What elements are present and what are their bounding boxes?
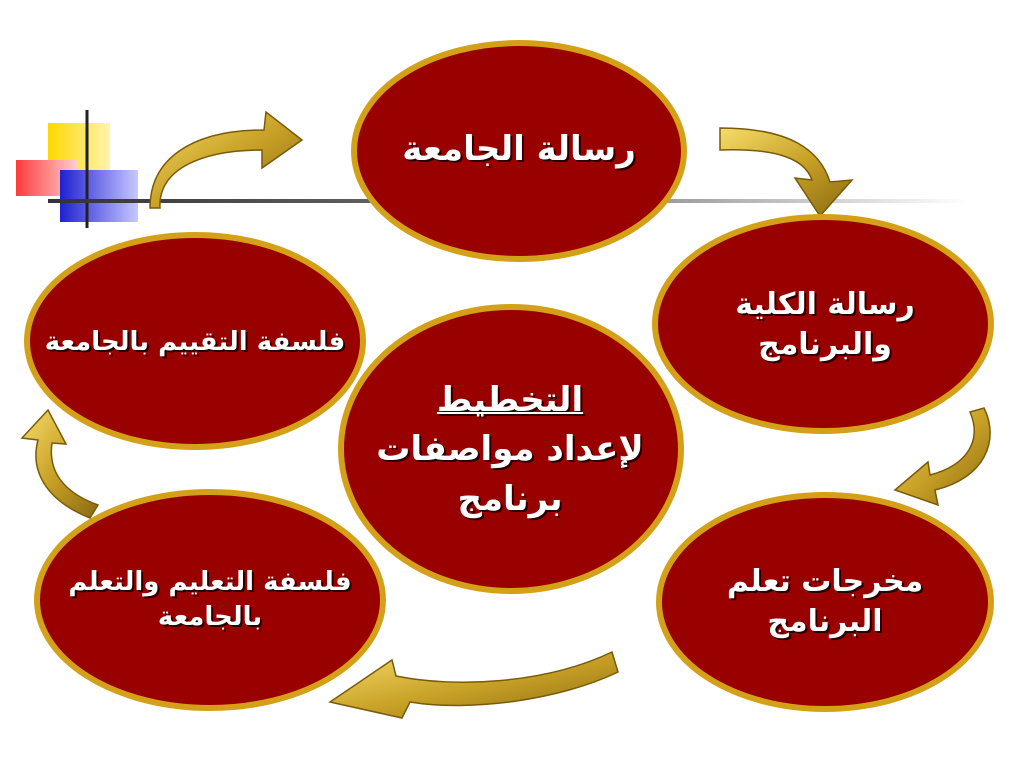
- label-university-mission: رسالة الجامعة: [402, 129, 636, 170]
- node-assessment-philosophy: [24, 232, 366, 450]
- nodes: [24, 40, 994, 712]
- arrow-top-left: [149, 110, 304, 209]
- node-college-program-mission: [652, 214, 994, 434]
- arrow-bottom: [328, 650, 619, 719]
- arrow-right: [893, 407, 991, 507]
- corner-decoration: [16, 110, 138, 228]
- node-center: [338, 304, 684, 594]
- label-college-program-mission: رسالة الكلية والبرنامج: [735, 286, 915, 363]
- label-program-outcomes: مخرجات تعلم البرنامج: [726, 563, 924, 640]
- node-university-mission: [351, 40, 687, 262]
- arrows: [20, 110, 991, 719]
- label-center: التخطيط لإعداد مواصفات برنامج: [376, 380, 644, 519]
- label-teaching-philosophy: فلسفة التعليم والتعلم بالجامعة: [68, 566, 352, 632]
- arrow-left: [20, 408, 100, 519]
- label-assessment-philosophy: فلسفة التقييم بالجامعة: [44, 326, 346, 357]
- node-teaching-philosophy: [34, 489, 386, 711]
- node-program-outcomes: [656, 492, 994, 712]
